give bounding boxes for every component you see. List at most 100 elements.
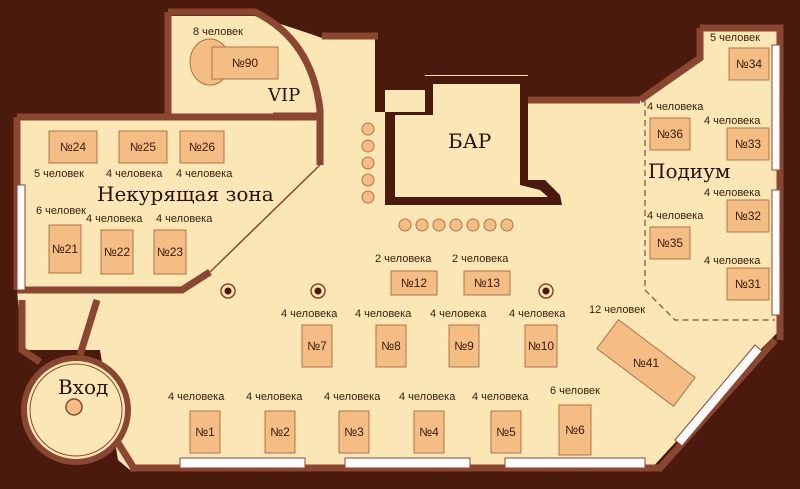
table-12[interactable]: №12 <box>390 270 438 296</box>
columns <box>220 283 554 299</box>
table-25[interactable]: №25 <box>118 130 168 164</box>
table-shape[interactable] <box>153 229 187 275</box>
table-label: №26 <box>189 140 216 154</box>
table-shape[interactable] <box>48 130 98 164</box>
table-shape[interactable] <box>48 224 82 274</box>
table-36-capacity: 4 человека <box>647 101 704 113</box>
table-21[interactable]: №21 <box>48 224 82 274</box>
table-33[interactable]: №33 <box>726 127 770 161</box>
entrance-label: Вход <box>58 375 108 399</box>
table-33-capacity: 4 человека <box>704 115 761 127</box>
table-6[interactable]: №6 <box>558 404 592 456</box>
bar-stools <box>361 122 514 232</box>
table-31[interactable]: №31 <box>726 267 770 301</box>
table-shape[interactable] <box>189 410 221 454</box>
table-35[interactable]: №35 <box>649 226 691 260</box>
table-label: №35 <box>657 236 684 250</box>
table-26[interactable]: №26 <box>179 130 225 164</box>
table-shape[interactable] <box>558 404 592 456</box>
table-shape[interactable] <box>179 130 225 164</box>
table-shape[interactable] <box>301 324 333 368</box>
table-35-capacity: 4 человека <box>647 210 704 222</box>
table-shape[interactable] <box>728 47 770 81</box>
table-shape[interactable] <box>390 270 438 296</box>
table-9[interactable]: №9 <box>448 324 480 368</box>
table-5-capacity: 4 человека <box>472 391 529 403</box>
table-90[interactable]: №90 <box>189 38 279 86</box>
table-shape[interactable] <box>413 410 445 454</box>
table-4[interactable]: №4 <box>413 410 445 454</box>
table-label: №31 <box>735 277 762 291</box>
table-label: №21 <box>52 242 79 256</box>
table-3[interactable]: №3 <box>338 410 370 454</box>
table-9-capacity: 4 человека <box>430 308 487 320</box>
table-label: №33 <box>735 137 762 151</box>
table-7-capacity: 4 человека <box>281 308 338 320</box>
table-shape[interactable] <box>448 324 480 368</box>
svg-text:№90: №90 <box>232 56 259 70</box>
table-26-capacity: 4 человека <box>176 168 233 180</box>
table-8-capacity: 4 человека <box>355 308 412 320</box>
table-23[interactable]: №23 <box>153 229 187 275</box>
table-13-capacity: 2 человека <box>452 253 509 265</box>
table-4-capacity: 4 человека <box>399 391 456 403</box>
table-shape[interactable] <box>649 226 691 260</box>
table-label: №25 <box>130 140 157 154</box>
bar-label: БАР <box>448 129 491 153</box>
table-shape[interactable] <box>118 130 168 164</box>
windows <box>16 44 781 469</box>
table-22[interactable]: №22 <box>100 229 134 275</box>
table-32-capacity: 4 человека <box>704 187 761 199</box>
table-label: №4 <box>419 425 439 439</box>
table-shape[interactable] <box>264 410 296 454</box>
table-2-capacity: 4 человека <box>246 391 303 403</box>
table-shape[interactable] <box>726 267 770 301</box>
table-shape[interactable] <box>100 229 134 275</box>
table-10[interactable]: №10 <box>524 324 558 368</box>
floor-area <box>17 16 780 470</box>
table-shape[interactable] <box>338 410 370 454</box>
table-23-capacity: 4 человека <box>156 213 213 225</box>
table-shape[interactable] <box>726 127 770 161</box>
table-label: №8 <box>381 339 401 353</box>
table-shape[interactable] <box>726 199 770 233</box>
table-shape[interactable] <box>649 117 691 151</box>
table-41-capacity: 12 человек <box>589 304 645 316</box>
table-label: №5 <box>496 425 516 439</box>
table-shape[interactable] <box>463 270 511 296</box>
table-label: №34 <box>736 57 763 71</box>
table-21-capacity: 6 человек <box>36 205 86 217</box>
table-label: №7 <box>307 339 327 353</box>
table-90-capacity: 8 человек <box>193 26 243 38</box>
table-10-capacity: 4 человека <box>509 308 566 320</box>
table-31-capacity: 4 человека <box>704 255 761 267</box>
table-25-capacity: 4 человека <box>106 168 163 180</box>
table-13[interactable]: №13 <box>463 270 511 296</box>
table-12-capacity: 2 человека <box>375 253 432 265</box>
table-7[interactable]: №7 <box>301 324 333 368</box>
table-shape[interactable] <box>490 410 522 454</box>
table-2[interactable]: №2 <box>264 410 296 454</box>
table-5[interactable]: №5 <box>490 410 522 454</box>
table-34[interactable]: №34 <box>728 47 770 81</box>
table-1-capacity: 4 человека <box>168 391 225 403</box>
table-label: №10 <box>528 339 555 353</box>
table-41[interactable]: №41 <box>596 319 696 407</box>
table-8[interactable]: №8 <box>375 324 407 368</box>
svg-text:№41: №41 <box>633 356 660 370</box>
table-label: №22 <box>104 245 131 259</box>
table-24[interactable]: №24 <box>48 130 98 164</box>
entrance[interactable] <box>21 355 131 465</box>
table-shape[interactable] <box>524 324 558 368</box>
table-3-capacity: 4 человека <box>324 391 381 403</box>
table-36[interactable]: №36 <box>649 117 691 151</box>
table-24-capacity: 5 человек <box>34 168 84 180</box>
podium-label: Подиум <box>648 159 730 183</box>
table-32[interactable]: №32 <box>726 199 770 233</box>
table-label: №1 <box>195 425 215 439</box>
table-1[interactable]: №1 <box>189 410 221 454</box>
vip-zone-label: VIP <box>267 85 300 106</box>
table-shape[interactable] <box>375 324 407 368</box>
table-label: №9 <box>454 339 474 353</box>
